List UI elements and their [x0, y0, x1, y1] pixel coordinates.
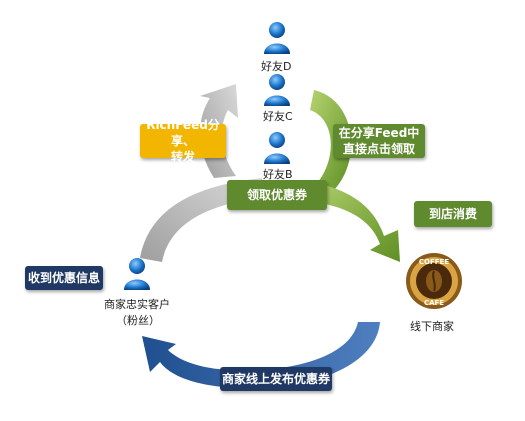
- merchant-publish-label: 商家线上发布优惠券: [221, 372, 330, 386]
- claim-coupon-label: 领取优惠券: [246, 188, 307, 202]
- logo-bottom-text: CAFE: [424, 299, 444, 307]
- claim-coupon-box: 领取优惠券: [227, 180, 327, 210]
- share-forward-box: RichFeed分享、 转发: [140, 118, 226, 164]
- friend-c-label: 好友C: [263, 110, 293, 123]
- person-icon: [264, 132, 290, 164]
- person-icon: [264, 74, 290, 106]
- coffee-cafe-logo: COFFEE CAFE: [406, 253, 462, 309]
- store-consume-label: 到店消费: [428, 207, 477, 221]
- customer-label-line2: （粉丝）: [116, 314, 160, 327]
- friend-b-label: 好友B: [263, 168, 293, 181]
- green-down-arrow: [310, 90, 352, 190]
- claim-in-feed-box: 在分享Feed中 直接点击领取: [333, 124, 425, 158]
- person-icon: [124, 258, 150, 290]
- claim-feed-line1: 在分享Feed中: [338, 126, 420, 140]
- person-icon: [264, 22, 290, 54]
- friend-d-label: 好友D: [261, 60, 292, 73]
- offline-merchant-label: 线下商家: [410, 320, 454, 333]
- share-box-line2: 转发: [170, 150, 195, 164]
- customer-label-line1: 商家忠实客户: [104, 298, 170, 311]
- logo-top-text: COFFEE: [419, 258, 449, 266]
- receive-info-label: 收到优惠信息: [27, 271, 100, 285]
- store-consume-box: 到店消费: [414, 201, 492, 227]
- share-box-line1: RichFeed分享、: [146, 118, 220, 148]
- claim-feed-line2: 直接点击领取: [342, 142, 415, 156]
- merchant-publish-box: 商家线上发布优惠券: [220, 367, 332, 391]
- receive-info-box: 收到优惠信息: [25, 266, 103, 290]
